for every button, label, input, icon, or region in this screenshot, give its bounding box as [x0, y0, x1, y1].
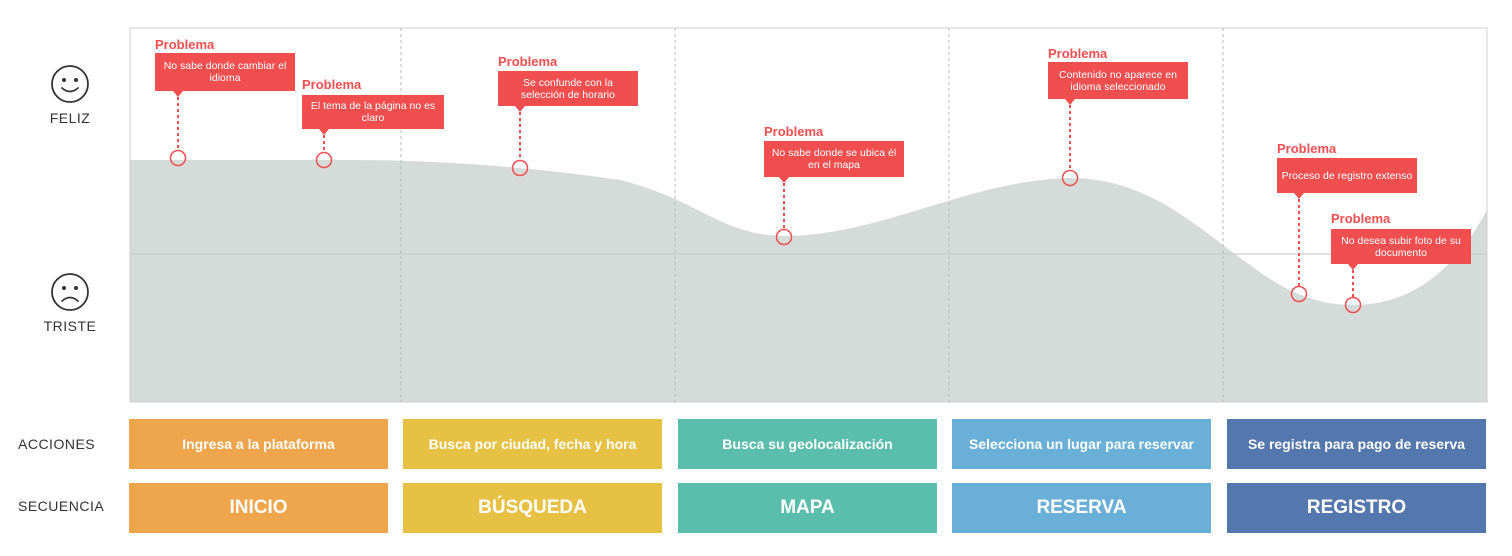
mood-happy-label: FELIZ [49, 110, 91, 126]
problem-title-4: Problema [764, 124, 824, 139]
problem-pin-2 [315, 129, 333, 169]
problem-title-1: Problema [155, 37, 215, 52]
action-box-registro: Se registra para pago de reserva [1227, 419, 1486, 469]
problem-box-3: Se confunde con la selección de horario [498, 71, 638, 106]
problem-box-6: Proceso de registro extenso [1277, 158, 1417, 193]
mood-sad: TRISTE [20, 272, 120, 334]
emotion-curve-area [130, 160, 1487, 402]
stage-box-registro: REGISTRO [1227, 483, 1486, 533]
action-box-busqueda: Busca por ciudad, fecha y hora [403, 419, 662, 469]
problem-title-5: Problema [1048, 46, 1108, 61]
problem-box-1: No sabe donde cambiar el idioma [155, 53, 295, 91]
problem-title-6: Problema [1277, 141, 1337, 156]
problem-box-4: No sabe donde se ubica él en el mapa [764, 141, 904, 177]
problem-pin-5 [1061, 99, 1079, 187]
problem-box-2: El tema de la página no es claro [302, 95, 444, 129]
stage-box-mapa: MAPA [678, 483, 937, 533]
stage-box-inicio: INICIO [129, 483, 388, 533]
action-box-reserva: Selecciona un lugar para reservar [952, 419, 1211, 469]
action-box-mapa: Busca su geolocalización [678, 419, 937, 469]
stage-box-reserva: RESERVA [952, 483, 1211, 533]
problem-box-5: Contenido no aparece en idioma seleccion… [1048, 62, 1188, 99]
row-label-sequence: SECUENCIA [18, 498, 105, 514]
problem-pin-4 [775, 177, 793, 246]
problem-box-7: No desea subir foto de su documento [1331, 229, 1471, 264]
mood-sad-label: TRISTE [43, 318, 97, 334]
problem-pin-1 [169, 91, 187, 167]
sad-face-icon [51, 273, 89, 311]
problem-title-7: Problema [1331, 211, 1391, 226]
stage-box-busqueda: BÚSQUEDA [403, 483, 662, 533]
smiley-face-icon [51, 65, 89, 103]
problem-pin-6 [1290, 193, 1308, 303]
chart-frame [129, 27, 1488, 403]
problem-title-3: Problema [498, 54, 558, 69]
mood-happy: FELIZ [20, 64, 120, 126]
problem-pin-7 [1344, 264, 1362, 314]
row-label-actions: ACCIONES [18, 436, 96, 452]
problem-title-2: Problema [302, 77, 362, 92]
problem-pin-3 [511, 106, 529, 177]
action-box-inicio: Ingresa a la plataforma [129, 419, 388, 469]
